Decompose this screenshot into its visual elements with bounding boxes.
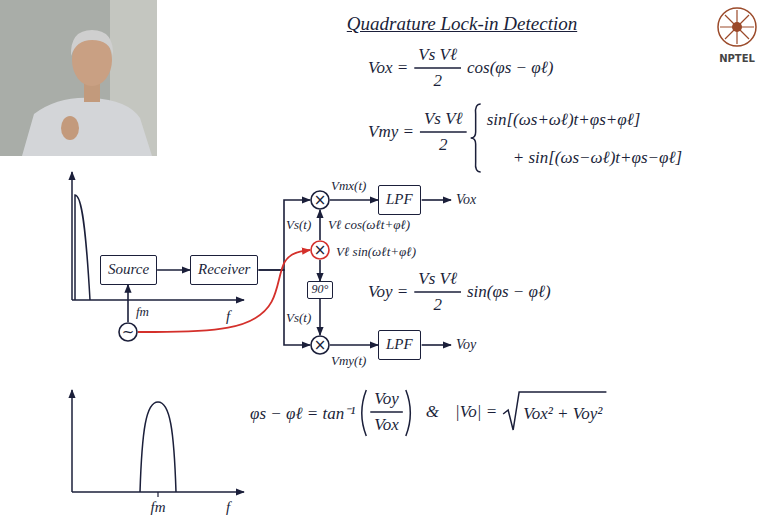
fraction-bar <box>414 67 461 68</box>
equation-term: Vs Vℓ <box>418 45 457 65</box>
signal-name: Vmy(t) <box>331 353 366 369</box>
node-text: Receiver <box>198 261 250 278</box>
signal-name: Vs(t) <box>286 217 311 233</box>
y-axis <box>71 390 73 492</box>
signal-name: Vℓ sin(ωℓt+φℓ) <box>336 244 416 260</box>
y-axis <box>71 172 73 300</box>
mixer-circle: × <box>310 190 330 210</box>
signal-wire <box>319 210 321 240</box>
circle-outline <box>311 191 329 209</box>
spectrum-peak <box>140 402 176 492</box>
output-signal-name: Voy <box>456 337 476 353</box>
signal-wire <box>258 270 310 345</box>
signal-name: Vmx(t) <box>331 178 366 194</box>
mixer-circle: × <box>310 240 330 260</box>
circle-outline <box>119 323 137 341</box>
receiver-box: Receiver <box>190 255 258 284</box>
signal-wire <box>319 299 321 335</box>
signal-name: fm <box>136 304 149 320</box>
node-text: Source <box>108 261 149 278</box>
equation-term: Vs Vℓ <box>418 269 457 289</box>
signal-wire <box>330 199 378 201</box>
logo-spokes <box>720 10 754 44</box>
equation-term: + sin[(ωs−ωℓ)t+φs−φℓ] <box>513 148 682 168</box>
equation-term: Vs Vℓ <box>424 109 463 129</box>
signal-wire <box>127 285 129 322</box>
equation-term: cos(φs − φℓ) <box>467 58 553 78</box>
axis-tick <box>157 492 158 497</box>
node-text: LPF <box>386 336 413 353</box>
spectrum-peak <box>75 195 90 300</box>
circle-outline <box>311 241 329 259</box>
lecturer-shirt <box>22 98 152 156</box>
equation-term: sin[(ωs+ωℓ)t+φs+φℓ] <box>487 110 641 130</box>
lowpass-filter-box: LPF <box>378 185 421 214</box>
lecturer-video <box>0 0 157 156</box>
equation-term: Vox = <box>368 58 408 78</box>
logo-ring <box>718 8 756 46</box>
equation-term: Voy <box>374 389 399 409</box>
equation-term: Vox² + Voy² <box>523 404 602 424</box>
output-signal-name: Vox <box>456 192 476 208</box>
spectrum-plot-modulated <box>72 390 244 497</box>
circle-outline <box>311 336 329 354</box>
reference-signal-wire <box>138 250 310 332</box>
x-axis <box>72 299 244 301</box>
signal-name: Vℓ cos(ωℓt+φℓ) <box>328 217 410 233</box>
fraction-bar <box>370 411 403 412</box>
node-text: × <box>314 193 327 208</box>
curly-brace <box>471 104 481 172</box>
mixer-circle: × <box>310 335 330 355</box>
parenthesis <box>406 390 411 436</box>
signal-wire <box>258 200 310 270</box>
nptel-logo <box>718 8 756 46</box>
axis-label: fm <box>151 499 166 516</box>
equation-term: 2 <box>433 71 442 91</box>
equation-term: φs − φℓ = tan⁻¹ <box>250 401 355 424</box>
signal-wire <box>157 269 190 271</box>
parenthesis <box>362 390 367 436</box>
square-root-sign <box>503 392 606 430</box>
node-text: LPF <box>386 191 413 208</box>
equation-term: 2 <box>439 135 448 155</box>
logo-text: NPTEL <box>719 53 755 64</box>
equation-term: sin(φs − φℓ) <box>467 282 551 302</box>
signal-wire <box>330 344 378 346</box>
lowpass-filter-box: LPF <box>378 330 421 359</box>
node-text: × <box>314 338 327 353</box>
equation-term: Vmy = <box>368 122 414 142</box>
phase-shift-box: 90° <box>307 281 334 299</box>
signal-wire <box>319 260 321 281</box>
axis-label: f <box>226 308 230 325</box>
lecturer-hair <box>71 30 113 56</box>
axis-label: f <box>226 499 230 516</box>
equation-term: & <box>426 402 439 422</box>
output-arrow <box>422 199 451 201</box>
equation-term: Vox <box>374 415 399 435</box>
equation-term: |Vo| = <box>455 402 497 422</box>
node-text: ~ <box>122 325 135 340</box>
equation-term: Voy = <box>368 282 408 302</box>
equation-term: 2 <box>433 295 442 315</box>
source-box: Source <box>100 255 157 284</box>
output-arrow <box>422 344 451 346</box>
video-background <box>0 0 157 156</box>
fraction-bar <box>420 131 467 132</box>
slide-title: Quadrature Lock-in Detection <box>347 13 577 35</box>
node-text: × <box>314 243 327 258</box>
lecturer-hand <box>61 116 79 140</box>
fraction-bar <box>414 291 461 292</box>
oscillator-circle: ~ <box>118 322 138 342</box>
signal-name: Vs(t) <box>286 310 311 326</box>
node-text: 90° <box>312 283 329 297</box>
